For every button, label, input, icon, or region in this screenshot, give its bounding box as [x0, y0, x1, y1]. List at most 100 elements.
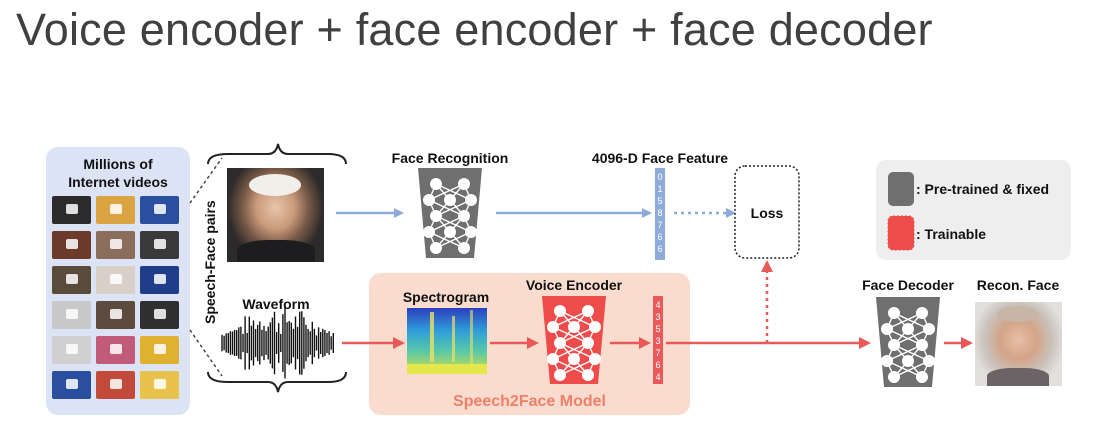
play-icon	[110, 379, 122, 389]
network-edge	[886, 344, 923, 362]
feature-digit: 3	[655, 312, 660, 322]
loss-label: Loss	[751, 205, 784, 221]
video-thumbnail	[140, 336, 179, 364]
network-edge	[559, 358, 596, 376]
video-thumbnail	[52, 266, 91, 294]
network-node	[423, 226, 435, 238]
spectrogram-label: Spectrogram	[403, 289, 489, 305]
network-node	[458, 242, 470, 254]
network-node	[582, 305, 594, 317]
face-recognition-network-icon	[418, 168, 482, 258]
network-node	[888, 339, 900, 351]
network-edge	[886, 360, 923, 378]
recon-face-label: Recon. Face	[977, 277, 1060, 293]
network-edge	[893, 312, 930, 330]
video-thumbnail	[52, 336, 91, 364]
network-node	[589, 353, 601, 365]
feature-digit: 7	[657, 220, 662, 230]
play-icon	[110, 204, 122, 214]
network-node	[888, 371, 900, 383]
network-node	[916, 307, 928, 319]
video-thumbnail	[96, 301, 135, 329]
play-icon	[110, 309, 122, 319]
network-edge	[552, 326, 589, 344]
play-icon	[154, 309, 166, 319]
face-feature-label: 4096-D Face Feature	[592, 150, 728, 166]
network-edge	[435, 215, 472, 233]
play-icon	[110, 344, 122, 354]
play-icon	[154, 344, 166, 354]
voice-encoder-label: Voice Encoder	[526, 277, 623, 293]
network-edge	[552, 342, 589, 360]
network-edge	[893, 360, 930, 378]
network-node	[465, 226, 477, 238]
network-node	[923, 323, 935, 335]
video-thumbnail	[96, 336, 135, 364]
network-node	[902, 323, 914, 335]
video-thumbnail	[140, 231, 179, 259]
legend-pretrained-label: : Pre-trained & fixed	[916, 181, 1049, 197]
network-edge	[435, 231, 472, 249]
network-node	[547, 353, 559, 365]
play-icon	[66, 274, 78, 284]
video-thumbnail	[52, 301, 91, 329]
network-node	[568, 321, 580, 333]
play-icon	[154, 204, 166, 214]
face-brace	[207, 143, 347, 165]
network-node	[430, 178, 442, 190]
video-thumbnail	[52, 231, 91, 259]
network-edge	[559, 342, 596, 360]
feature-digit: 7	[655, 348, 660, 358]
network-node	[458, 210, 470, 222]
feature-digit: 6	[655, 360, 660, 370]
video-thumbnail	[96, 196, 135, 224]
network-node	[444, 194, 456, 206]
video-thumbnail	[96, 371, 135, 399]
network-edge	[435, 199, 472, 217]
videos-title-line2: Internet videos	[68, 174, 168, 190]
play-icon	[66, 239, 78, 249]
network-node	[465, 194, 477, 206]
speech2face-model-label: Speech2Face Model	[453, 393, 606, 410]
network-edge	[552, 358, 589, 376]
network-node	[423, 194, 435, 206]
network-edge	[435, 183, 472, 201]
waveform-brace	[207, 371, 347, 393]
network-edge	[428, 183, 465, 201]
loss-box	[734, 165, 800, 259]
reconstructed-face-photo	[975, 302, 1062, 386]
feature-digit: 0	[657, 172, 662, 182]
voice-feature-vector	[653, 296, 663, 384]
pairs-dotted-line-bottom	[189, 329, 223, 377]
network-edge	[893, 328, 930, 346]
network-node	[916, 371, 928, 383]
video-thumbnail	[140, 371, 179, 399]
video-thumbnail	[96, 231, 135, 259]
videos-title-line1: Millions of	[83, 156, 153, 172]
feature-digit: 1	[657, 184, 662, 194]
video-thumbnail	[140, 301, 179, 329]
face-decoder-label: Face Decoder	[862, 277, 954, 293]
network-node	[902, 355, 914, 367]
network-node	[582, 337, 594, 349]
voice-encoder-network-nodes	[547, 305, 601, 381]
network-node	[444, 226, 456, 238]
network-node	[554, 305, 566, 317]
network-edge	[886, 312, 923, 330]
speech-face-pairs-label: Speech-Face pairs	[202, 200, 218, 324]
feature-digit: 6	[657, 232, 662, 242]
play-icon	[154, 379, 166, 389]
feature-digit: 4	[655, 372, 660, 382]
video-thumbnail	[52, 371, 91, 399]
feature-digit: 3	[655, 336, 660, 346]
spectrogram-icon	[407, 308, 487, 374]
play-icon	[66, 344, 78, 354]
face-recognition-label: Face Recognition	[392, 150, 509, 166]
video-thumbnail	[140, 266, 179, 294]
network-node	[554, 369, 566, 381]
feature-digit: 4	[655, 300, 660, 310]
play-icon	[66, 204, 78, 214]
network-node	[430, 242, 442, 254]
